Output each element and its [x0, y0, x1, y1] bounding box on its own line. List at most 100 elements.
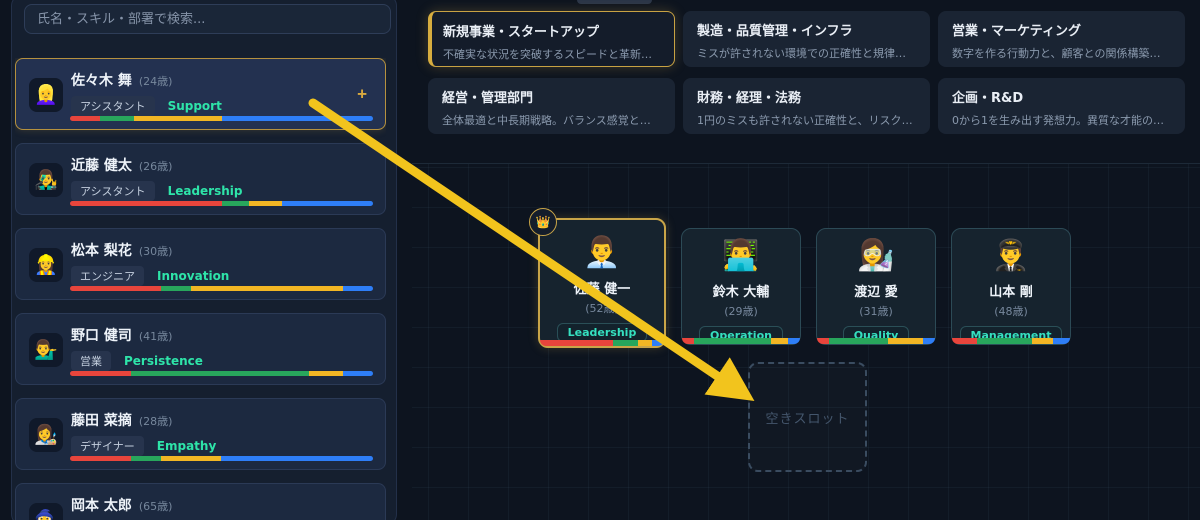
empty-slot-label: 空きスロット	[765, 411, 850, 427]
person-emoji-icon: 👩‍🎨	[34, 423, 58, 446]
stat-segment-green	[828, 338, 888, 344]
team-member-card[interactable]: 👩‍🔬 渡辺 愛 (31歳) Quality	[816, 228, 936, 345]
search-input[interactable]	[24, 4, 391, 34]
stat-segment-yellow	[248, 201, 283, 206]
stat-segment-green	[613, 340, 638, 346]
stat-segment-yellow	[191, 286, 343, 291]
skill-label: Persistence	[124, 354, 203, 368]
member-age: (24歳)	[138, 75, 173, 88]
add-member-button[interactable]: +	[351, 85, 373, 104]
member-avatar: 👱‍♀️	[29, 78, 63, 112]
stat-segment-red	[70, 201, 222, 206]
person-emoji-icon: 👨‍💼	[583, 235, 621, 270]
team-member-name: 山本 剛	[989, 285, 1033, 300]
member-name: 佐々木 舞	[71, 73, 132, 89]
stat-segment-red	[70, 286, 161, 291]
stat-segment-red	[682, 338, 694, 344]
stat-segment-red	[70, 116, 101, 121]
stat-segment-yellow	[133, 116, 222, 121]
stat-segment-yellow	[637, 340, 652, 346]
member-age: (30歳)	[138, 245, 173, 258]
member-avatar: 🧙‍♂️	[29, 503, 63, 520]
skill-label: Leadership	[167, 184, 243, 198]
stat-segment-red	[540, 340, 614, 346]
member-card[interactable]: 🧙‍♂️ 岡本 太郎(65歳) 顧問 Mentoring	[15, 483, 386, 520]
stat-segment-blue	[221, 116, 373, 121]
person-emoji-icon: 👷‍♀️	[34, 253, 58, 276]
member-age: (28歳)	[138, 415, 173, 428]
member-name: 岡本 太郎	[71, 498, 132, 514]
team-member-age: (31歳)	[859, 305, 893, 318]
person-emoji-icon: 🧙‍♂️	[34, 508, 58, 520]
stat-segment-blue	[342, 286, 373, 291]
stat-segment-yellow	[770, 338, 789, 344]
stat-segment-green	[160, 286, 192, 291]
role-tag: エンジニア	[71, 266, 144, 286]
member-card[interactable]: 👩‍🎨 藤田 菜摘(28歳) デザイナー Empathy	[15, 398, 386, 470]
category-description: 不確実な状況を突破するスピードと革新性を最重...	[443, 48, 660, 61]
stat-segment-blue	[651, 340, 664, 346]
person-emoji-icon: 👨‍💻	[722, 238, 760, 273]
skill-label: Empathy	[156, 439, 217, 453]
team-member-card[interactable]: 👨‍✈️ 山本 剛 (48歳) Management	[951, 228, 1071, 345]
team-member-age: (52歳)	[585, 302, 619, 315]
stat-bar	[70, 116, 373, 121]
role-tag: デザイナー	[71, 436, 144, 456]
role-tag: 営業	[71, 351, 111, 371]
stat-bar	[70, 456, 373, 461]
member-name: 松本 梨花	[71, 243, 132, 259]
member-avatar: 👩‍🎨	[29, 418, 63, 452]
stat-segment-yellow	[160, 456, 222, 461]
stat-bar	[817, 338, 935, 344]
member-age: (26歳)	[138, 160, 173, 173]
category-card[interactable]: 製造・品質管理・インフラ ミスが許されない環境での正確性と規律を最重視...	[683, 11, 930, 67]
member-card[interactable]: 👱‍♀️ 佐々木 舞(24歳) アシスタント Support +	[15, 58, 386, 130]
stat-segment-green	[976, 338, 1033, 344]
category-title: 営業・マーケティング	[952, 24, 1081, 39]
stat-segment-green	[100, 116, 134, 121]
team-member-card[interactable]: 👑 👨‍💼 佐藤 健一 (52歳) Leadership	[529, 208, 666, 348]
member-age: (41歳)	[138, 330, 173, 343]
category-card[interactable]: 企画・R&D 0から1を生み出す発想力。異質な才能の衝突を...	[938, 78, 1185, 134]
member-age: (65歳)	[138, 500, 173, 513]
team-member-name: 渡辺 愛	[854, 285, 898, 300]
category-description: 1円のミスも許されない正確性と、リスク回避能...	[697, 114, 916, 127]
category-description: 数字を作る行動力と、顧客との関係構築力を重視...	[952, 47, 1171, 60]
member-card[interactable]: 💁‍♂️ 野口 健司 (41歳) 営業 Persistence	[15, 313, 386, 385]
stat-segment-blue	[1053, 338, 1070, 344]
category-card[interactable]: 経営・管理部門 全体最適と中長期戦略。バランス感覚と論理性を...	[428, 78, 675, 134]
team-member-age: (29歳)	[724, 305, 758, 318]
member-avatar: 👷‍♀️	[29, 248, 63, 282]
stat-bar	[70, 286, 373, 291]
category-description: ミスが許されない環境での正確性と規律を最重視...	[697, 47, 916, 60]
stat-segment-green	[130, 371, 310, 376]
stat-segment-green	[693, 338, 771, 344]
skill-label: Innovation	[157, 269, 230, 283]
category-grid: 新規事業・スタートアップ 不確実な状況を突破するスピードと革新性を最重... 製…	[428, 11, 1185, 134]
empty-slot[interactable]: 空きスロット	[748, 362, 867, 472]
stat-segment-red	[70, 456, 131, 461]
person-emoji-icon: 💁‍♂️	[34, 338, 58, 361]
person-emoji-icon: 👨‍🎤	[34, 168, 58, 191]
member-card[interactable]: 👷‍♀️ 松本 梨花 (30歳) エンジニア Innovation	[15, 228, 386, 300]
member-name: 野口 健司	[71, 328, 132, 344]
category-card[interactable]: 営業・マーケティング 数字を作る行動力と、顧客との関係構築力を重視...	[938, 11, 1185, 67]
person-emoji-icon: 👩‍🔬	[857, 238, 895, 273]
leader-crown-icon: 👑	[529, 208, 557, 236]
category-title: 新規事業・スタートアップ	[443, 25, 600, 40]
category-title: 企画・R&D	[952, 91, 1024, 106]
stat-segment-green	[221, 201, 249, 206]
member-card[interactable]: 👨‍🎤 近藤 健太(26歳) アシスタント Leadership	[15, 143, 386, 215]
category-card[interactable]: 新規事業・スタートアップ 不確実な状況を突破するスピードと革新性を最重...	[428, 11, 675, 67]
cut-off-element	[577, 0, 652, 4]
role-tag: アシスタント	[71, 181, 155, 201]
team-member-card[interactable]: 👨‍💻 鈴木 大輔 (29歳) Operation	[681, 228, 801, 345]
stat-segment-blue	[923, 338, 935, 344]
stat-segment-red	[952, 338, 977, 344]
stat-segment-red	[817, 338, 829, 344]
member-list[interactable]: 👱‍♀️ 佐々木 舞(24歳) アシスタント Support + 👨‍🎤 近藤 …	[15, 58, 386, 520]
stat-bar	[952, 338, 1070, 344]
category-description: 全体最適と中長期戦略。バランス感覚と論理性を...	[442, 114, 661, 127]
category-card[interactable]: 財務・経理・法務 1円のミスも許されない正確性と、リスク回避能...	[683, 78, 930, 134]
